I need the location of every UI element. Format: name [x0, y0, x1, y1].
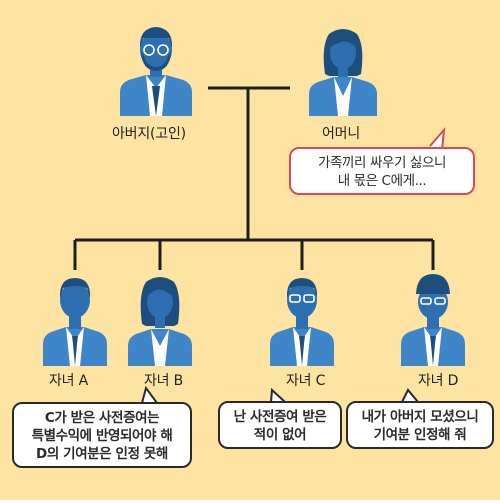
- child-c-bubble-line-1: 난 사전증여 받은: [233, 409, 327, 425]
- child-c-bubble-line-2: 적이 없어: [253, 427, 307, 443]
- child-d-label: 자녀 D: [418, 373, 459, 389]
- child-a-figure-icon: [43, 278, 107, 366]
- child-c-speech-bubble: 난 사전증여 받은 적이 없어: [218, 401, 342, 449]
- child-b-figure-icon: [128, 277, 192, 366]
- father-label: 아버지(고인): [112, 126, 186, 142]
- child-c-figure-icon: [270, 278, 334, 366]
- tree-connectors: [73, 86, 435, 270]
- child-b-bubble-line-3: D의 기여분은 인정 못해: [36, 446, 168, 462]
- child-d-bubble-line-1: 내가 아버지 모셨으니: [361, 409, 479, 425]
- mother-bubble-tail: [429, 126, 446, 151]
- mother-bubble-line-1: 가족끼리 싸우기 싫으니: [318, 155, 446, 171]
- child-c-label: 자녀 C: [286, 373, 326, 389]
- mother-figure-icon: [309, 29, 377, 116]
- child-b-speech-bubble: C가 받은 사전증여는 특별수익에 반영되어야 해 D의 기여분은 인정 못해: [12, 402, 192, 468]
- father-figure-icon: [120, 27, 192, 116]
- child-d-figure-icon: [401, 274, 465, 366]
- child-c-bubble-tail: [270, 387, 286, 403]
- mother-speech-bubble: 가족끼리 싸우기 싫으니 내 몫은 C에게...: [289, 147, 475, 195]
- mother-bubble-line-2: 내 몫은 C에게...: [337, 173, 427, 189]
- child-d-speech-bubble: 내가 아버지 모셨으니 기여분 인정해 줘: [346, 401, 494, 449]
- child-b-bubble-line-2: 특별수익에 반영되어야 해: [31, 428, 173, 444]
- child-b-bubble-tail: [141, 385, 158, 404]
- child-b-label: 자녀 B: [144, 373, 184, 389]
- child-a-label: 자녀 A: [49, 373, 88, 389]
- mother-label: 어머니: [322, 126, 361, 142]
- child-b-bubble-line-1: C가 받은 사전증여는: [44, 410, 160, 426]
- child-d-bubble-tail: [401, 388, 419, 403]
- child-d-bubble-line-2: 기여분 인정해 줘: [373, 427, 467, 443]
